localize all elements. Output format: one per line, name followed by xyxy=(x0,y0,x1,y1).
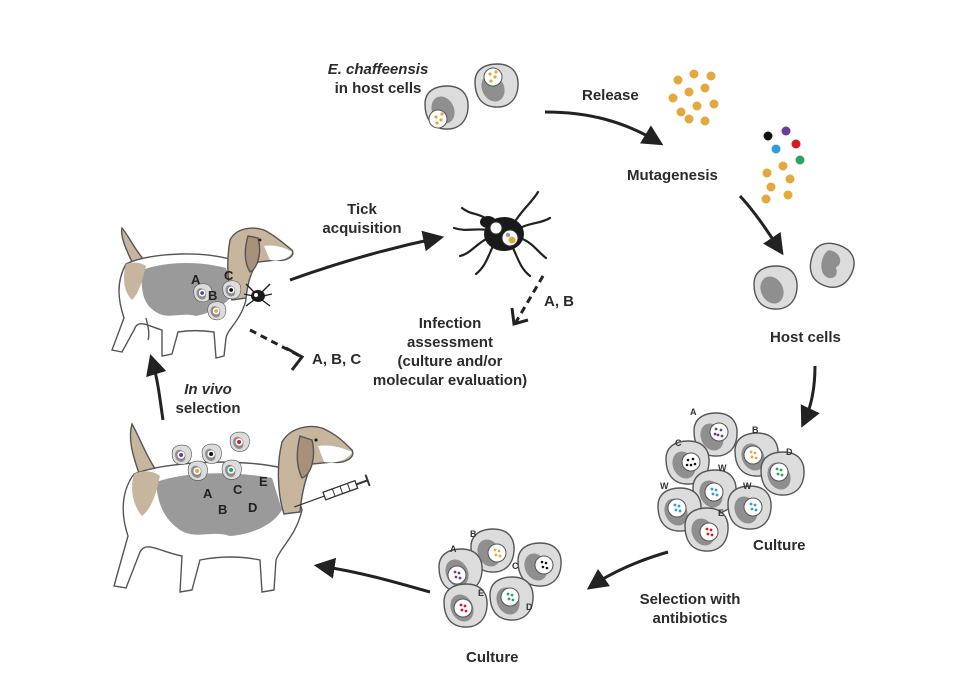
culture2-letter-e: E xyxy=(478,588,484,598)
dog-bottom-letters: A C E B D xyxy=(203,474,268,517)
dog-bottom-letter-d: D xyxy=(248,500,257,515)
label-e-chaffeensis-species: E. chaffeensis xyxy=(327,61,429,78)
dog-bottom-letter-b: B xyxy=(218,502,227,517)
arrow-in-vivo xyxy=(146,353,167,421)
culture-cluster-bottom: B A C E D xyxy=(438,528,562,628)
label-infection-line1: Infection xyxy=(418,315,482,332)
culture-letter-w2: W xyxy=(660,481,669,491)
culture-letter-b: B xyxy=(752,425,759,435)
mutant-bacteria xyxy=(761,126,805,204)
label-e-chaffeensis: E. chaffeensis in host cells xyxy=(308,60,448,98)
arrow-tick-acquisition xyxy=(289,230,445,282)
arrow-selection xyxy=(586,550,669,590)
label-selection-line1: Selection with xyxy=(639,591,741,608)
arrow-to-dog xyxy=(313,557,431,594)
dog-bottom-letter-a: A xyxy=(203,486,213,501)
culture-letter-w3: W xyxy=(743,481,752,491)
arrow-release xyxy=(544,110,664,146)
dog-bottom-letter-e: E xyxy=(259,474,268,489)
label-in-vivo-italic: In vivo xyxy=(184,381,232,398)
dog-top-letter-c: C xyxy=(224,268,234,283)
cycle-arrows xyxy=(146,110,820,594)
label-tick-line2: acquisition xyxy=(322,220,402,237)
label-culture-bottom: Culture xyxy=(466,649,519,666)
culture2-letter-a: A xyxy=(450,544,457,554)
arrow-to-host-cells xyxy=(738,194,784,256)
culture-letter-c: C xyxy=(675,438,682,448)
dog-top-cells: A C B xyxy=(191,268,242,321)
label-selection-line2: antibiotics xyxy=(652,610,728,627)
tick-on-dog-top xyxy=(243,283,273,307)
label-abc: A, B, C xyxy=(312,351,362,368)
label-tick-line1: Tick xyxy=(347,201,377,218)
label-infection-assessment: Infection assessment (culture and/or mol… xyxy=(352,314,548,390)
syringe-illustration xyxy=(294,474,371,508)
label-infection-line2: assessment xyxy=(407,334,493,351)
label-in-vivo-selection: In vivo selection xyxy=(168,380,248,418)
assessment-arrows xyxy=(249,275,545,358)
label-in-vivo-rest: selection xyxy=(175,400,241,417)
label-release: Release xyxy=(582,87,639,104)
arrow-tick-assessment xyxy=(514,275,545,323)
culture-letter-a: A xyxy=(690,407,697,417)
arrow-dog-assessment xyxy=(249,328,301,358)
arrow-to-culture xyxy=(800,365,820,428)
dog-top-letter-b: B xyxy=(208,288,217,303)
culture2-letter-c: C xyxy=(512,561,519,571)
dog-top-letter-a: A xyxy=(191,272,201,287)
label-e-chaffeensis-rest: in host cells xyxy=(334,80,422,97)
label-tick-acquisition: Tick acquisition xyxy=(314,200,410,238)
label-host-cells: Host cells xyxy=(770,329,841,346)
uninfected-host-cells xyxy=(753,242,855,310)
culture2-letter-d: D xyxy=(526,602,533,612)
infected-host-cells xyxy=(424,63,519,130)
label-ab: A, B xyxy=(544,293,574,310)
label-mutagenesis: Mutagenesis xyxy=(627,167,718,184)
culture-cluster-top: A C B D W W W E xyxy=(657,407,805,552)
released-bacteria xyxy=(668,69,719,126)
culture2-letter-b: B xyxy=(470,529,477,539)
culture-letter-w1: W xyxy=(718,463,727,473)
dog-bottom xyxy=(113,422,354,593)
label-infection-line3: (culture and/or xyxy=(397,353,503,370)
culture-letter-e: E xyxy=(718,508,724,518)
label-selection: Selection with antibiotics xyxy=(620,590,760,628)
label-infection-line4: molecular evaluation) xyxy=(372,372,528,389)
dog-bottom-letter-c: C xyxy=(233,482,243,497)
injected-cells xyxy=(171,431,250,481)
tick-illustration xyxy=(452,190,552,278)
culture-letter-d: D xyxy=(786,447,793,457)
label-culture-top: Culture xyxy=(753,537,806,554)
